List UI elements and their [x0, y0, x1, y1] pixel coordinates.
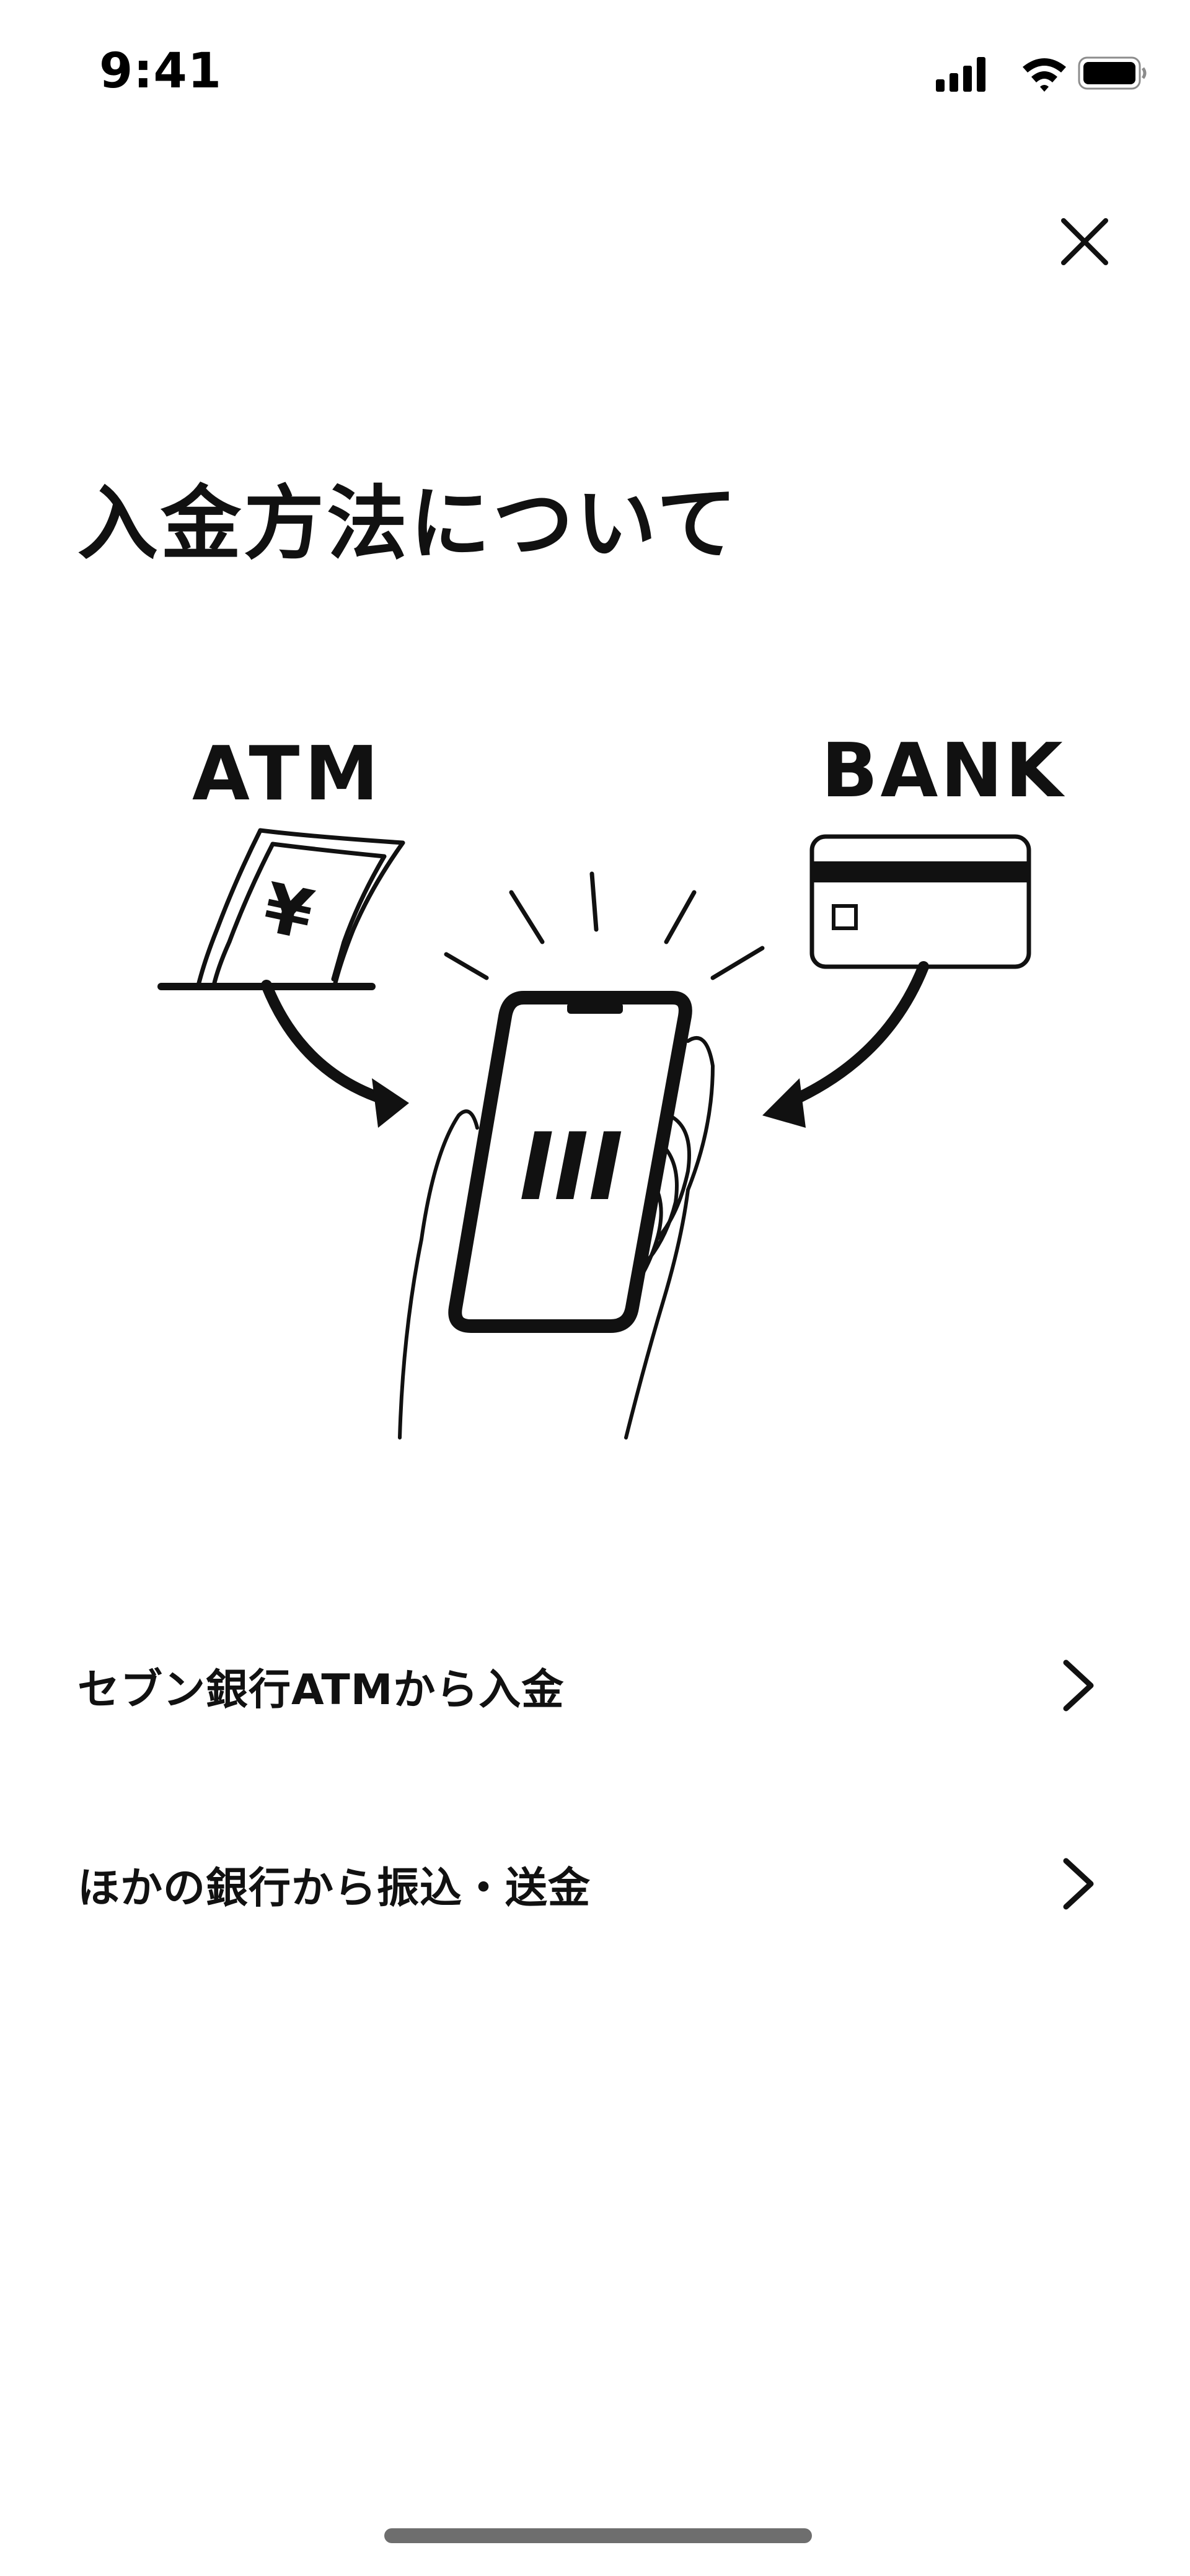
yen-symbol: ¥ [257, 868, 319, 955]
wifi-icon [1023, 58, 1066, 92]
menu-item-seven-bank-atm[interactable]: セブン銀行ATMから入金 [0, 1586, 1190, 1785]
chevron-right-icon [1063, 1659, 1094, 1712]
atm-label: ATM [192, 731, 384, 817]
menu-item-label: ほかの銀行から振込・送金 [77, 1863, 591, 1913]
status-icons-svg [936, 56, 1147, 92]
home-indicator[interactable] [384, 2528, 812, 2543]
sparkle-lines [444, 871, 765, 980]
close-button[interactable] [1047, 204, 1122, 279]
status-icons [936, 51, 1147, 94]
arrow-left-head [372, 1078, 409, 1128]
page-title: 入金方法について [77, 477, 740, 571]
arrow-right-head [762, 1078, 806, 1128]
status-time: 9:41 [99, 43, 223, 99]
status-bar: 9:41 [0, 0, 1190, 149]
chevron-right-icon [1063, 1858, 1094, 1910]
menu-item-other-bank-transfer[interactable]: ほかの銀行から振込・送金 [0, 1785, 1190, 1983]
bank-label: BANK [821, 728, 1065, 814]
cellular-signal-icon [936, 57, 985, 92]
deposit-method-list: セブン銀行ATMから入金 ほかの銀行から振込・送金 [0, 1586, 1190, 1983]
menu-item-label: セブン銀行ATMから入金 [77, 1665, 565, 1715]
arrow-right-icon [782, 961, 929, 1109]
illustration-svg: ATM ¥ BANK [157, 728, 1065, 1440]
phone-logo: III [519, 1114, 623, 1221]
bank-card-drawing [809, 834, 1031, 969]
battery-icon [1078, 56, 1147, 90]
deposit-illustration: ATM ¥ BANK [0, 682, 1190, 1487]
close-icon [1061, 218, 1108, 265]
smartphone-drawing: III [448, 991, 692, 1333]
arrow-left-icon [261, 980, 402, 1109]
